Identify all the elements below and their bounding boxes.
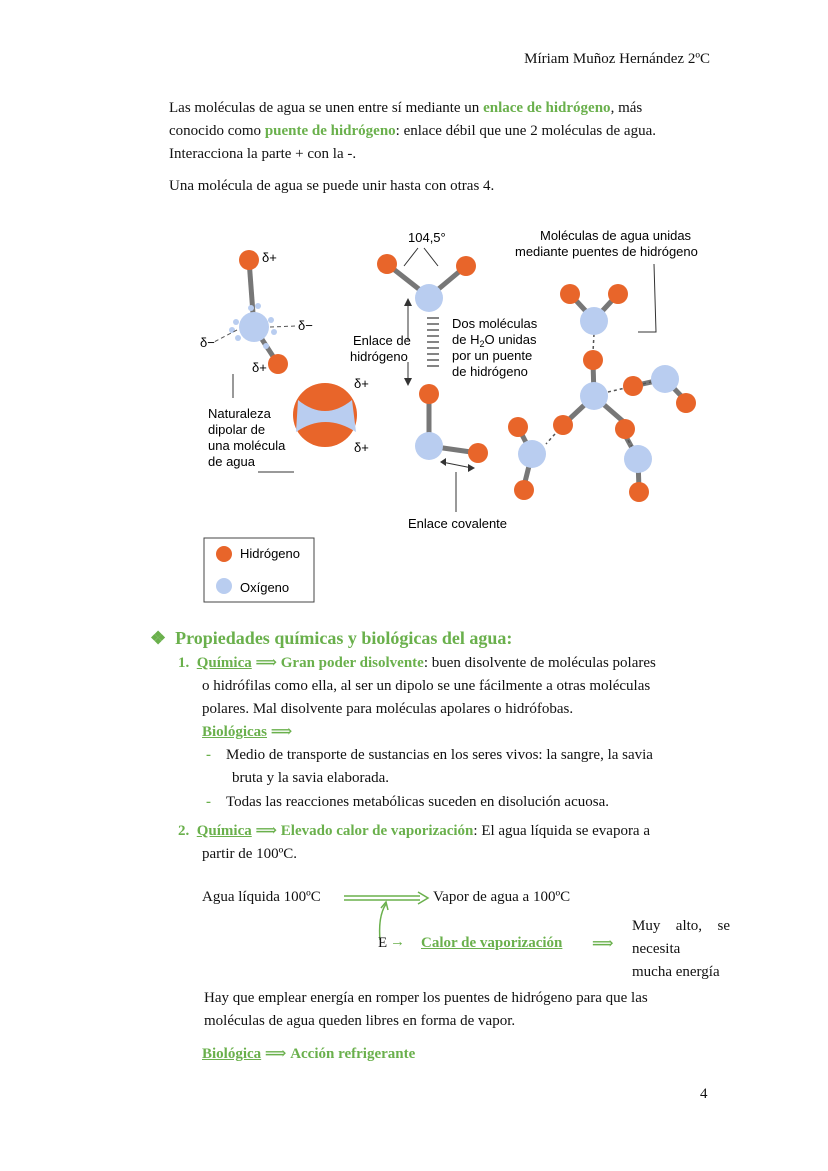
implies-arrow-icon: ⟹ (255, 823, 278, 839)
implies-arrow-icon: ⟹ (264, 1046, 287, 1062)
item2: 2. Química ⟹ Elevado calor de vaporizaci… (178, 823, 651, 862)
delta-minus-left: δ− (200, 335, 215, 350)
delta-minus-right: δ− (298, 318, 313, 333)
label-dipolar-4: de agua (208, 454, 256, 469)
label-covalent: Enlace covalente (408, 516, 507, 531)
e-arrow-icon: → (390, 934, 405, 950)
section-bullet-icon: ❖ (150, 628, 167, 648)
label-angle: 104,5° (408, 230, 446, 245)
very-high-note: Muy alto, se necesita mucha energía (632, 918, 730, 980)
e-label: E (378, 935, 388, 951)
intro-paragraph: Las moléculas de agua se unen entre sí m… (169, 100, 656, 162)
legend-hydrogen-label: Hidrógeno (240, 546, 300, 561)
energy-paragraph: Hay que emplear energía en romper los pu… (204, 990, 648, 1029)
label-hbond-2: hidrógeno (350, 349, 408, 364)
page-header-author: Míriam Muñoz Hernández 2ºC (524, 51, 710, 67)
label-two-2: de H2O unidas (452, 332, 537, 349)
biologica-line: Biológica ⟹ Acción refrigerante (202, 1046, 416, 1062)
dash-icon: - (206, 747, 211, 763)
implies-arrow-icon: ⟹ (592, 936, 614, 952)
legend-hydrogen-swatch (216, 546, 232, 562)
delta-plus-top: δ+ (262, 250, 277, 265)
implies-arrow-icon: ⟹ (270, 724, 293, 740)
label-two-3: por un puente (452, 348, 532, 363)
label-two-4: de hidrógeno (452, 364, 528, 379)
delta-plus-sphere-bottom: δ+ (354, 440, 369, 455)
dash-icon: - (206, 794, 211, 810)
item1: 1. Química ⟹ Gran poder disolvente: buen… (178, 655, 656, 810)
vaporization-arrows (344, 891, 430, 941)
section-title: ❖ Propiedades químicas y biológicas del … (150, 628, 513, 648)
water-molecules-figure: δ+ δ− δ− δ+ δ+ δ+ Naturaleza dipolar de … (200, 228, 698, 603)
label-dipolar-3: una molécula (208, 438, 286, 453)
legend-oxygen-label: Oxígeno (240, 580, 289, 595)
legend-oxygen-swatch (216, 578, 232, 594)
label-dipolar-2: dipolar de (208, 422, 265, 437)
liquid-water-label: Agua líquida 100ºC (202, 889, 321, 905)
term-puente-hidrogeno: puente de hidrógeno (264, 123, 396, 139)
delta-plus-sphere-top: δ+ (354, 376, 369, 391)
label-quimica-1: Química (196, 655, 252, 671)
label-biologica: Biológica (202, 1046, 262, 1062)
label-united-2: mediante puentes de hidrógeno (515, 244, 698, 259)
label-dipolar-1: Naturaleza (208, 406, 272, 421)
page-number: 4 (700, 1086, 708, 1102)
label-quimica-2: Química (196, 823, 252, 839)
implies-arrow-icon: ⟹ (255, 655, 278, 671)
label-united-1: Moléculas de agua unidas (540, 228, 692, 243)
intro-paragraph-2: Una molécula de agua se puede unir hasta… (169, 178, 495, 194)
label-two-1: Dos moléculas (452, 316, 538, 331)
term-enlace-hidrogeno: enlace de hidrógeno (483, 100, 611, 116)
delta-plus-bottom: δ+ (252, 360, 267, 375)
vapor-label: Vapor de agua a 100ºC (433, 889, 571, 905)
label-hbond-1: Enlace de (353, 333, 411, 348)
calor-vaporizacion-label: Calor de vaporización (421, 935, 563, 951)
label-biologicas: Biológicas (202, 724, 268, 740)
